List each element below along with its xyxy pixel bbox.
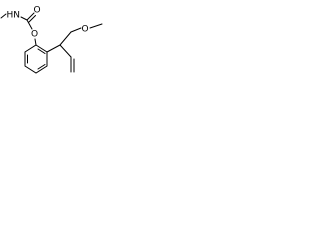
bond-ch-ch2	[59, 31, 72, 46]
bond-c-o-double-1	[26, 12, 35, 21]
bond-ch-vinyl	[59, 44, 72, 58]
carbonyl-oxygen-label: O	[34, 6, 41, 16]
ether-oxygen-label: O	[82, 25, 89, 35]
bond-ring-ch	[46, 44, 61, 53]
bond-carbonyl-ester-o	[26, 19, 33, 30]
bond-c-o-double-2	[28, 15, 36, 23]
nh-label: HN	[7, 11, 21, 21]
ring-double-bond-2	[37, 64, 46, 70]
ring-double-bond-1	[37, 48, 46, 54]
bond-ester-o-ring	[34, 38, 37, 46]
structural-formula: HN O O O	[0, 6, 103, 74]
bond-ch2-o	[70, 27, 82, 33]
bond-methyl-n	[0, 13, 7, 19]
bond-n-carbonyl	[20, 16, 28, 21]
ester-oxygen-label: O	[31, 30, 38, 40]
bond-o-methyl	[89, 23, 103, 29]
molecule-diagram: HN O O O	[0, 0, 106, 94]
benzene-ring	[24, 44, 48, 74]
